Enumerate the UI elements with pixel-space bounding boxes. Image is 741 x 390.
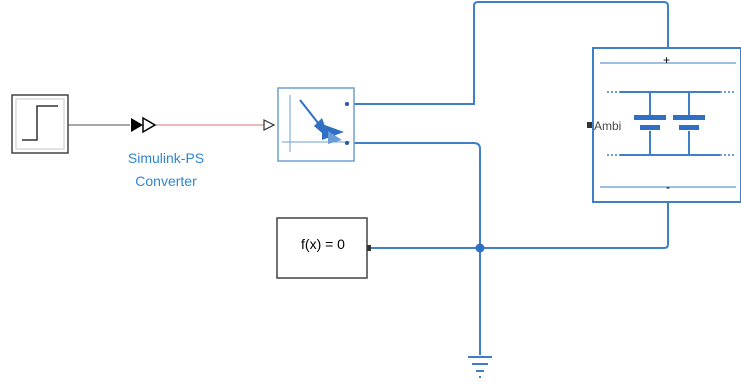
junction-node	[475, 243, 485, 253]
step-source-icon	[22, 105, 58, 141]
source-input-port	[263, 119, 276, 131]
battery-ambient-port[interactable]	[587, 122, 592, 128]
controlled-source-block[interactable]	[277, 87, 355, 162]
physical-wires	[346, 1, 669, 355]
source-arrow-icon	[299, 99, 344, 144]
source-plus-port[interactable]	[345, 102, 349, 106]
ambient-port-label: Ambi	[594, 119, 622, 133]
converter-label-line1: Simulink-PS	[127, 150, 205, 166]
battery-block[interactable]	[592, 47, 741, 203]
capacitor-icon	[607, 91, 736, 156]
wire-source-plus-to-battery[interactable]	[346, 1, 669, 105]
wire-node-to-battery-minus[interactable]	[480, 200, 669, 249]
converter-arrow-icon[interactable]	[131, 116, 157, 134]
converter-label-line2: Converter	[135, 173, 197, 189]
step-block[interactable]	[11, 94, 69, 154]
ground-icon[interactable]	[468, 356, 492, 378]
battery-plus-label: +	[663, 53, 671, 67]
wire-source-minus-to-node[interactable]	[346, 142, 481, 248]
solver-configuration-block[interactable]	[276, 217, 368, 279]
solver-block-text: f(x) = 0	[301, 236, 345, 252]
battery-minus-label: -	[666, 180, 670, 194]
solver-port[interactable]	[367, 245, 371, 251]
source-minus-port[interactable]	[345, 141, 349, 145]
